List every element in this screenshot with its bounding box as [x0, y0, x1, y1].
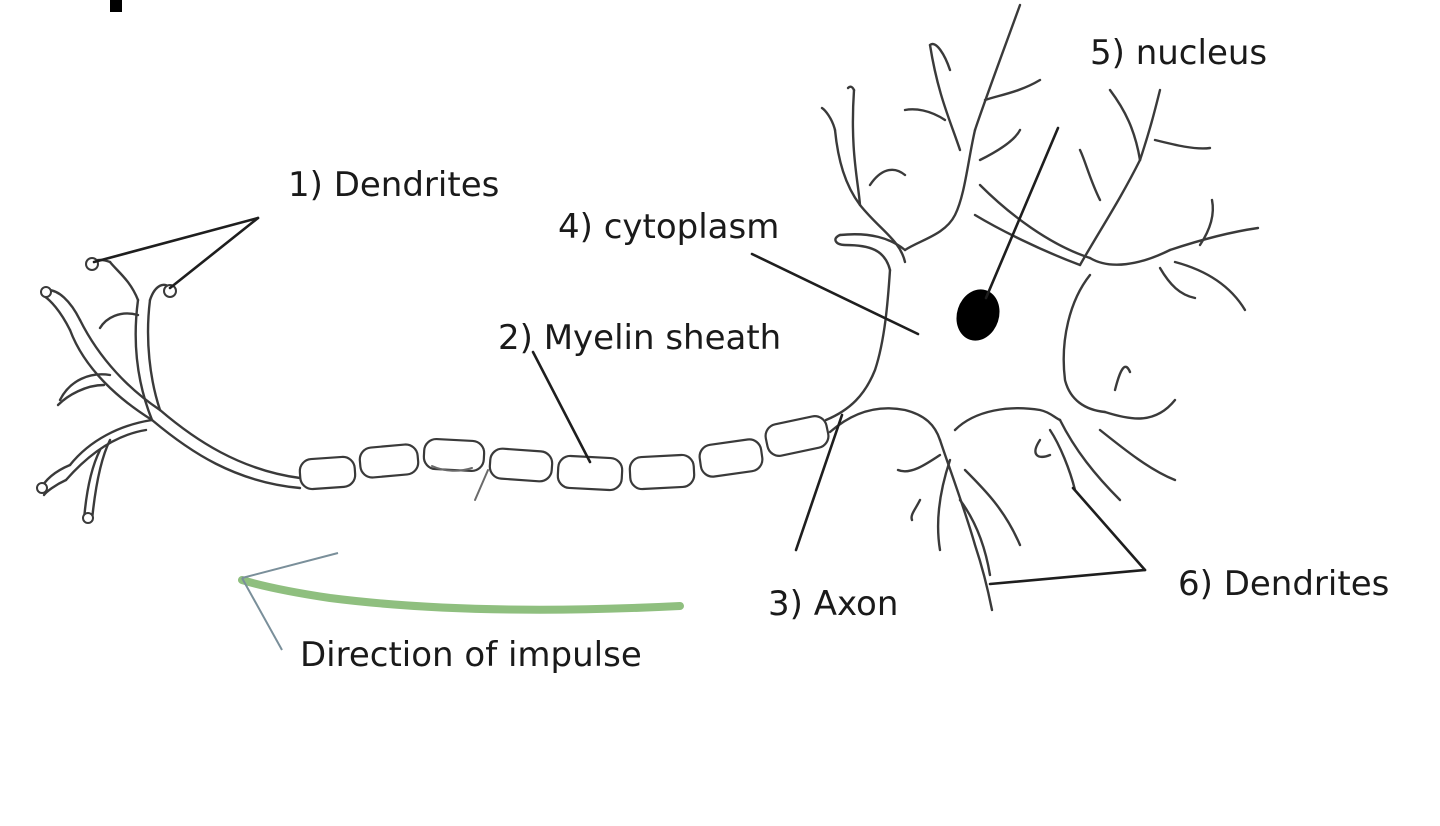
- label-direction-of-impulse: Direction of impulse: [300, 635, 642, 675]
- label-dendrites-1: 1) Dendrites: [288, 165, 500, 205]
- impulse-arrow-shaft: [238, 576, 684, 614]
- impulse-arrow-head-top: [241, 552, 339, 579]
- myelin-gap-mark: [431, 465, 473, 472]
- label-dendrites-6: 6) Dendrites: [1178, 564, 1390, 604]
- corner-mark: [110, 0, 122, 12]
- leader-lines: [92, 126, 1147, 586]
- axon-terminal-branches: [38, 258, 302, 522]
- label-nucleus: 5) nucleus: [1090, 33, 1268, 73]
- label-myelin-sheath: 2) Myelin sheath: [498, 318, 782, 358]
- myelin-gap-mark: [474, 469, 489, 501]
- impulse-arrow-head-bottom: [241, 577, 283, 651]
- axon: [824, 268, 942, 442]
- terminal-bulbs: [36, 257, 177, 524]
- myelin-sheath-segments: [298, 415, 830, 492]
- label-cytoplasm: 4) cytoplasm: [558, 207, 780, 247]
- nucleus: [956, 289, 1000, 341]
- label-axon: 3) Axon: [768, 584, 899, 624]
- cell-body-dendrites: [820, 3, 1260, 612]
